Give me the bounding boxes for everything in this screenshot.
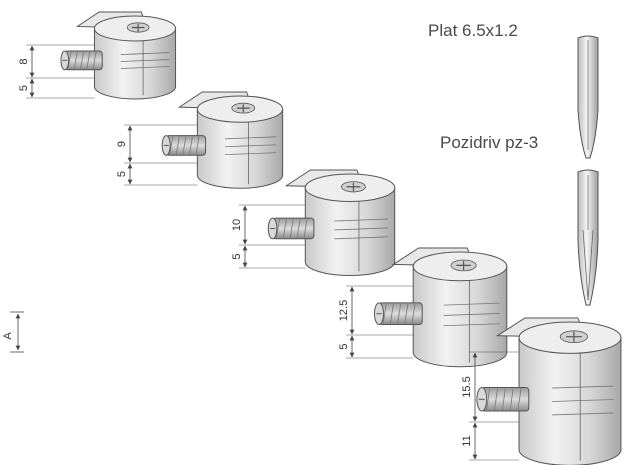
dimension-a-value: 9 — [116, 141, 128, 147]
pozidriv-cross — [566, 331, 582, 342]
cam-slot-line — [120, 66, 170, 69]
cam-body — [412, 265, 508, 368]
dimension-lines: 85 — [18, 44, 95, 99]
cam-slot-line — [120, 59, 170, 62]
thread-line — [486, 388, 491, 411]
dimension-lines: 95 — [116, 124, 198, 186]
cam-slot-line — [334, 227, 389, 231]
thread-line — [494, 388, 498, 411]
thread-line — [509, 388, 514, 411]
thread-line — [382, 303, 387, 324]
thread-line — [182, 136, 187, 155]
thread-line — [397, 303, 401, 324]
cam-slot-line — [443, 302, 500, 306]
legend-dimension-a: A — [2, 311, 24, 353]
dimension-b-value: 5 — [116, 171, 128, 177]
cam-slot-line — [225, 152, 277, 156]
thread-line — [92, 51, 97, 69]
cam-slot-line — [552, 385, 614, 389]
pozidriv-cross — [131, 23, 145, 32]
cam-fitting-5: 15.5 11 — [461, 317, 622, 465]
cam-slot-line — [120, 52, 170, 55]
dimension-lines: 10 5 — [231, 204, 306, 269]
cam-fitting-4: 12.55 — [338, 247, 508, 368]
pozidriv-cross — [236, 104, 250, 113]
cam-slot-line — [443, 323, 500, 327]
dimension-b-value: 5 — [338, 343, 350, 349]
flat-screwdriver-bit — [577, 35, 599, 159]
thread-line — [411, 303, 416, 324]
thread-line — [501, 388, 506, 411]
thread-line — [276, 219, 280, 238]
cam-body — [518, 337, 622, 465]
thread-line — [169, 136, 174, 155]
cam-slot-line — [443, 313, 500, 316]
cam-body — [93, 27, 177, 100]
thread-line — [296, 219, 301, 238]
cam-slot-line — [225, 136, 277, 140]
cam-body — [304, 187, 396, 277]
legend-a-label: A — [2, 332, 14, 340]
dimension-lines: 15.5 11 — [461, 351, 520, 461]
cam-body — [196, 108, 284, 189]
dimension-lines: 12.55 — [338, 285, 414, 359]
dimension-b-value: 5 — [18, 85, 30, 91]
thread-line — [189, 136, 193, 155]
dimension-a-value: 15.5 — [461, 376, 473, 397]
thread-line — [67, 51, 72, 69]
cam-fitting-3: 10 5 — [231, 169, 396, 277]
cam-slot-line — [552, 399, 614, 402]
pozidriv-cross — [346, 182, 361, 192]
pozidriv-bit-label: Pozidriv pz-3 — [440, 133, 538, 152]
pozidriv-cross — [456, 261, 471, 270]
cam-slot-line — [225, 144, 277, 148]
thread-line — [282, 219, 287, 238]
dimension-b-value: 5 — [231, 253, 243, 259]
thread-line — [390, 303, 394, 324]
cam-slot-line — [334, 236, 389, 240]
pozidriv-screwdriver-bit — [577, 169, 599, 306]
thread-line — [175, 136, 180, 155]
cam-fitting-2: 95 — [116, 91, 284, 189]
thread-line — [404, 303, 409, 324]
thread-line — [86, 51, 91, 69]
thread-line — [80, 51, 84, 69]
cam-slot-line — [552, 412, 614, 416]
thread-line — [303, 219, 308, 238]
thread-line — [73, 51, 78, 69]
flat-bit-label: Plat 6.5x1.2 — [428, 21, 518, 40]
cam-fitting-1: 85 — [18, 11, 177, 100]
thread-line — [517, 388, 522, 411]
thread-line — [289, 219, 294, 238]
dimension-b-value: 11 — [461, 435, 473, 446]
dimension-a-value: 10 — [231, 219, 243, 231]
thread-line — [195, 136, 200, 155]
cam-slot-line — [334, 218, 389, 222]
dimension-a-value: 12.5 — [338, 300, 350, 321]
dimension-a-value: 8 — [18, 58, 30, 64]
